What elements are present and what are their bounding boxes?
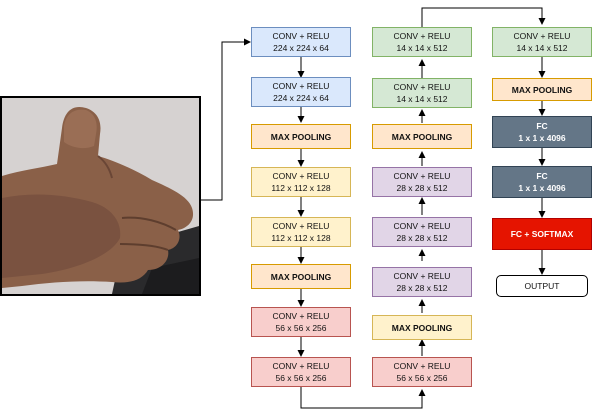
input-image <box>0 96 201 296</box>
col2-conv-relu-2: CONV + RELU 14 x 14 x 512 <box>372 78 472 108</box>
col2-conv-relu-1: CONV + RELU 14 x 14 x 512 <box>372 27 472 57</box>
block-title: CONV + RELU <box>272 361 330 371</box>
col3-fc-softmax: FC + SOFTMAX <box>492 218 592 250</box>
block-title: CONV + RELU <box>272 81 330 91</box>
col1-conv-relu-3: CONV + RELU 112 x 112 x 128 <box>251 167 351 197</box>
block-title: CONV + RELU <box>393 171 451 181</box>
block-title: CONV + RELU <box>272 221 330 231</box>
block-dims: 1 x 1 x 4096 <box>518 133 566 143</box>
col1-conv-relu-4: CONV + RELU 112 x 112 x 128 <box>251 217 351 247</box>
col1-conv-relu-6: CONV + RELU 56 x 56 x 256 <box>251 357 351 387</box>
block-title: MAX POOLING <box>391 131 453 142</box>
block-title: MAX POOLING <box>270 271 332 282</box>
block-dims: 56 x 56 x 256 <box>275 323 327 333</box>
block-dims: 112 x 112 x 128 <box>271 183 331 193</box>
block-dims: 56 x 56 x 256 <box>275 373 327 383</box>
col2-max-pooling-1: MAX POOLING <box>372 124 472 149</box>
col3-conv-relu-1: CONV + RELU 14 x 14 x 512 <box>492 27 592 57</box>
block-title: CONV + RELU <box>393 31 451 41</box>
col1-conv-relu-5: CONV + RELU 56 x 56 x 256 <box>251 307 351 337</box>
output-node: OUTPUT <box>496 275 588 297</box>
col2-conv-relu-3: CONV + RELU 28 x 28 x 512 <box>372 167 472 197</box>
block-title: MAX POOLING <box>270 131 332 142</box>
block-title: CONV + RELU <box>272 31 330 41</box>
block-title: CONV + RELU <box>513 31 571 41</box>
col1-max-pooling-1: MAX POOLING <box>251 124 351 149</box>
thumbs-up-photo <box>2 98 199 294</box>
block-dims: 14 x 14 x 512 <box>396 43 448 53</box>
block-dims: 28 x 28 x 512 <box>396 233 448 243</box>
block-title: CONV + RELU <box>393 361 451 371</box>
col2-conv-relu-4: CONV + RELU 28 x 28 x 512 <box>372 217 472 247</box>
block-dims: 112 x 112 x 128 <box>271 233 331 243</box>
col1-max-pooling-2: MAX POOLING <box>251 264 351 289</box>
block-dims: 14 x 14 x 512 <box>516 43 568 53</box>
arrow-input <box>201 38 251 201</box>
block-dims: 1 x 1 x 4096 <box>518 183 566 193</box>
col3-fc-2: FC 1 x 1 x 4096 <box>492 166 592 198</box>
col3-max-pooling: MAX POOLING <box>492 78 592 101</box>
block-dims: 28 x 28 x 512 <box>396 283 448 293</box>
block-title: FC + SOFTMAX <box>510 229 574 239</box>
block-dims: 224 x 224 x 64 <box>273 43 329 53</box>
block-title: FC <box>536 171 548 181</box>
col2-conv-relu-5: CONV + RELU 28 x 28 x 512 <box>372 267 472 297</box>
col1-conv-relu-1: CONV + RELU 224 x 224 x 64 <box>251 27 351 57</box>
block-title: MAX POOLING <box>391 322 453 333</box>
col2-max-pooling-2: MAX POOLING <box>372 315 472 340</box>
block-dims: 56 x 56 x 256 <box>396 373 448 383</box>
block-title: CONV + RELU <box>393 82 451 92</box>
block-title: CONV + RELU <box>393 271 451 281</box>
block-title: CONV + RELU <box>393 221 451 231</box>
col1-conv-relu-2: CONV + RELU 224 x 224 x 64 <box>251 77 351 107</box>
block-title: OUTPUT <box>524 281 560 291</box>
block-title: MAX POOLING <box>511 84 573 95</box>
block-dims: 28 x 28 x 512 <box>396 183 448 193</box>
col2-conv-relu-6: CONV + RELU 56 x 56 x 256 <box>372 357 472 387</box>
col3-fc-1: FC 1 x 1 x 4096 <box>492 116 592 148</box>
block-dims: 14 x 14 x 512 <box>396 94 448 104</box>
block-title: CONV + RELU <box>272 171 330 181</box>
block-dims: 224 x 224 x 64 <box>273 93 329 103</box>
block-title: CONV + RELU <box>272 311 330 321</box>
block-title: FC <box>536 121 548 131</box>
